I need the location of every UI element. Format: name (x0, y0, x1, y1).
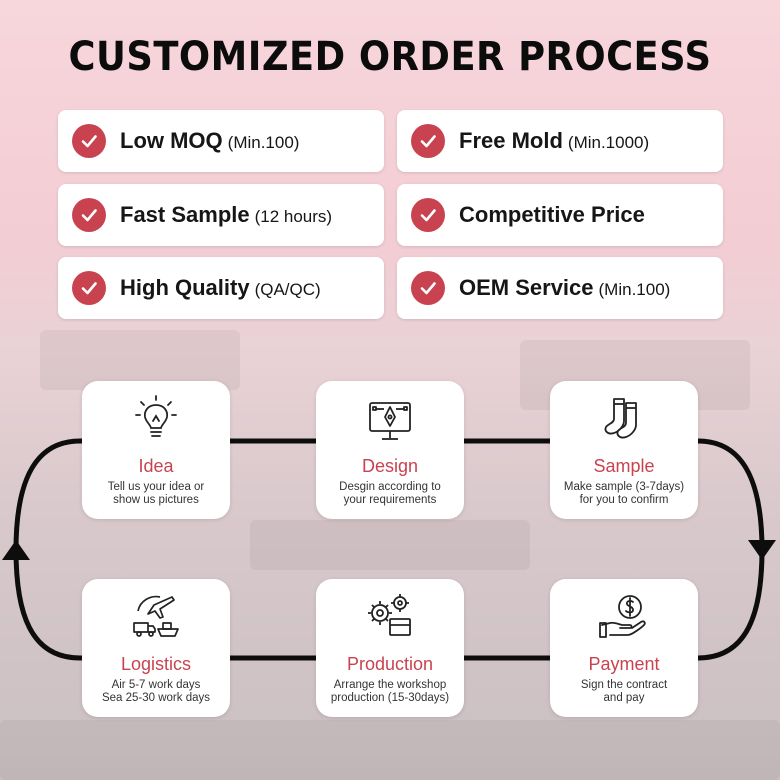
feature-card-low-moq: Low MOQ(Min.100) (58, 110, 384, 172)
step-title: Sample (593, 456, 655, 476)
feature-detail: (Min.100) (598, 280, 671, 299)
lightbulb-icon (135, 395, 177, 437)
gears-icon (368, 594, 411, 636)
step-desc-line: your requirements (343, 494, 437, 506)
feature-card-fast-sample: Fast Sample(12 hours) (58, 184, 384, 246)
step-desc-line: Sign the contract (580, 679, 668, 691)
feature-title: Low MOQ (120, 128, 223, 153)
check-icon (411, 198, 445, 232)
background-machine (250, 520, 530, 570)
feature-title: OEM Service (459, 275, 594, 300)
check-icon (411, 124, 445, 158)
feature-card-oem-service: OEM Service(Min.100) (397, 257, 723, 319)
step-card-sample: Sample Make sample (3-7days)for you to c… (550, 381, 698, 519)
feature-title: High Quality (120, 275, 250, 300)
step-desc-line: Sea 25-30 work days (101, 692, 211, 704)
page-title: CUSTOMIZED ORDER PROCESS (68, 34, 712, 80)
step-title: Design (361, 456, 419, 476)
step-title: Logistics (120, 654, 192, 674)
feature-card-competitive-price: Competitive Price (397, 184, 723, 246)
feature-detail: (Min.100) (227, 133, 300, 152)
check-icon (72, 198, 106, 232)
monitor-pen-icon (369, 402, 411, 440)
socks-icon (604, 398, 637, 439)
check-icon (411, 271, 445, 305)
check-icon (72, 124, 106, 158)
feature-title: Competitive Price (459, 202, 645, 227)
hand-coin-icon (599, 595, 646, 638)
arrow-up-left (2, 540, 30, 560)
step-title: Production (346, 654, 434, 674)
background-machine (0, 720, 780, 780)
feature-title: Fast Sample (120, 202, 250, 227)
feature-card-high-quality: High Quality(QA/QC) (58, 257, 384, 319)
step-desc-line: and pay (603, 692, 645, 704)
check-icon (72, 271, 106, 305)
step-desc-line: production (15-30days) (330, 692, 450, 704)
step-desc-line: Make sample (3-7days) (563, 481, 685, 493)
step-desc-line: Desgin according to (339, 481, 441, 493)
feature-title: Free Mold (459, 128, 563, 153)
step-desc-line: Air 5-7 work days (111, 679, 201, 691)
plane-truck-ship-icon (133, 595, 179, 637)
step-desc-line: Arrange the workshop (333, 679, 447, 691)
background-machine (40, 330, 240, 390)
feature-detail: (12 hours) (254, 207, 333, 226)
step-title: Idea (138, 456, 174, 476)
feature-detail: (Min.1000) (567, 133, 650, 152)
step-title: Payment (588, 654, 660, 674)
step-desc-line: show us pictures (113, 494, 199, 506)
step-desc-line: Tell us your idea or (107, 481, 205, 493)
process-loop-line (13, 438, 765, 661)
feature-detail: (QA/QC) (254, 280, 321, 299)
feature-card-free-mold: Free Mold(Min.1000) (397, 110, 723, 172)
step-desc-line: for you to confirm (579, 494, 669, 506)
arrow-down-right (748, 540, 776, 560)
